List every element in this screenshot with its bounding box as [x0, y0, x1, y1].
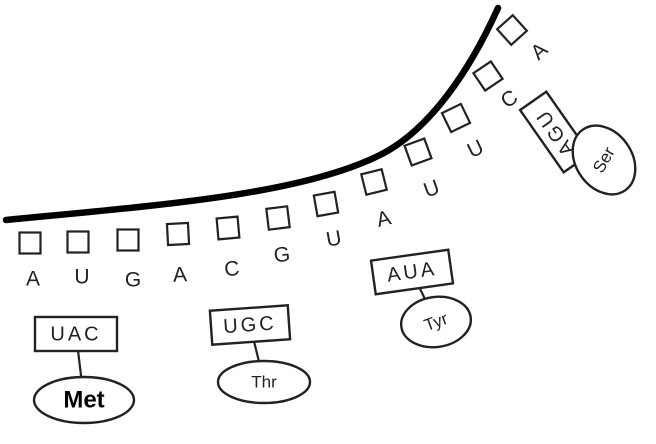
mrna-base: A [165, 221, 191, 287]
base-box [440, 102, 472, 134]
mrna-strand [2, 4, 502, 224]
anticodon-box: UGC [208, 304, 292, 346]
base-box [403, 137, 433, 167]
anticodon-label: UGC [223, 312, 278, 338]
mrna-base: A [18, 231, 42, 291]
mrna-base: U [312, 190, 343, 252]
base-box [18, 231, 42, 255]
amino-acid-label: Met [63, 386, 104, 413]
mrna-base: G [116, 228, 141, 292]
trna-met: UAC Met [32, 315, 136, 425]
mrna-base: U [440, 102, 488, 163]
base-box [66, 230, 90, 254]
mrna-base: U [403, 137, 443, 203]
base-box [312, 190, 340, 218]
base-box [359, 167, 389, 197]
trna-thr: UGC Thr [208, 304, 312, 405]
amino-acid-label: Thr [251, 372, 277, 391]
base-box [165, 221, 191, 247]
base-letter: A [172, 263, 187, 287]
base-box [116, 228, 140, 252]
base-box [215, 215, 241, 241]
base-letter: U [74, 266, 89, 289]
anticodon-frame [33, 315, 119, 353]
mrna-base: C [471, 59, 522, 113]
base-box [471, 59, 505, 93]
mrna-base: C [215, 215, 241, 281]
amino-acid-oval [571, 124, 637, 196]
base-letter: C [223, 257, 240, 281]
base-letter: U [421, 176, 443, 203]
base-letter: A [26, 268, 40, 291]
anticodon-box: UAC [33, 315, 119, 353]
base-letter: A [526, 38, 552, 64]
anticodon-label: UAC [50, 323, 101, 345]
mrna-base: U [66, 230, 90, 289]
base-letter: U [464, 135, 488, 162]
anticodon-frame [208, 304, 292, 346]
base-letter: G [125, 269, 141, 292]
anticodon-frame [369, 248, 455, 296]
amino-acid-oval [216, 359, 312, 405]
base-letter: G [272, 243, 291, 268]
base-letter: U [324, 226, 343, 251]
anticodon-box: AUA [369, 248, 455, 296]
base-letter: C [497, 85, 522, 113]
mrna-base: A [495, 13, 552, 65]
base-box [495, 13, 529, 47]
base-box [265, 205, 291, 231]
amino-acid-oval [399, 295, 473, 349]
mrna-base: G [265, 205, 291, 268]
amino-acid-oval [32, 375, 136, 425]
mrna-base: A [359, 167, 393, 232]
base-letter: A [374, 206, 393, 232]
